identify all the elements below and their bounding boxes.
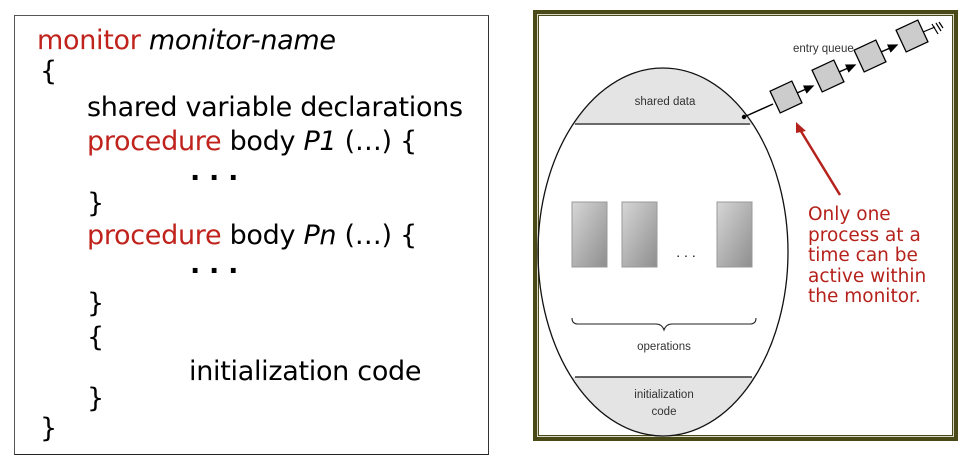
code-line-open-brace: { [87, 322, 104, 353]
code-text: (…) { [336, 126, 418, 157]
code-line-close-brace: } [87, 288, 104, 319]
ground-icon [922, 21, 944, 35]
operations-label: operations [637, 341, 691, 353]
queue-process [853, 39, 887, 73]
monitor-syntax-code-box [14, 15, 489, 455]
init-code-label-1: initialization [634, 389, 693, 401]
shared-data-label: shared data [635, 96, 696, 108]
keyword-monitor: monitor [37, 25, 141, 56]
keyword-procedure: procedure [87, 220, 222, 251]
code-line-monitor: monitor monitor-name [37, 27, 336, 54]
red-arrow [797, 127, 842, 196]
keyword-procedure: procedure [87, 126, 222, 157]
operations-brace [571, 317, 757, 332]
code-line-procedure-p1: procedure body P1 (…) { [87, 128, 417, 155]
code-text: body [221, 126, 304, 157]
code-line-close-brace: } [87, 188, 104, 219]
note-line: the monitor. [808, 286, 921, 307]
operation-bar [621, 201, 658, 268]
note-line: Only one [808, 204, 891, 225]
operation-bar [571, 201, 608, 268]
note-line: time can be [808, 245, 918, 266]
code-line-open-brace: { [40, 56, 57, 87]
code-text: (…) { [336, 220, 418, 251]
red-arrow-head [796, 122, 806, 133]
code-line-shared-vars: shared variable declarations [87, 92, 463, 123]
entry-queue [769, 19, 929, 114]
monitor-ellipse [537, 67, 789, 437]
procedure-name: P1 [303, 126, 337, 157]
code-line-ellipsis: . . . [190, 249, 239, 280]
entry-queue-label: entry queue [793, 43, 854, 55]
queue-process [769, 80, 803, 114]
code-text: body [221, 220, 304, 251]
single-process-note: Only one process at a time can be active… [808, 204, 927, 308]
note-line: active within [808, 265, 927, 287]
code-line-ellipsis: . . . [190, 156, 239, 187]
code-line-close-brace: } [87, 383, 104, 414]
operation-bar [716, 201, 753, 268]
code-line-close-brace: } [40, 413, 57, 444]
monitor-name: monitor-name [148, 25, 336, 56]
init-code-label-2: code [652, 406, 677, 418]
procedure-name: Pn [303, 220, 337, 251]
note-line: process at a [808, 224, 921, 246]
code-line-procedure-pn: procedure body Pn (…) { [87, 222, 417, 249]
queue-process [895, 19, 929, 53]
code-line-initialization: initialization code [189, 356, 422, 387]
operations-ellipsis: . . . [676, 244, 695, 260]
queue-process [811, 59, 845, 93]
